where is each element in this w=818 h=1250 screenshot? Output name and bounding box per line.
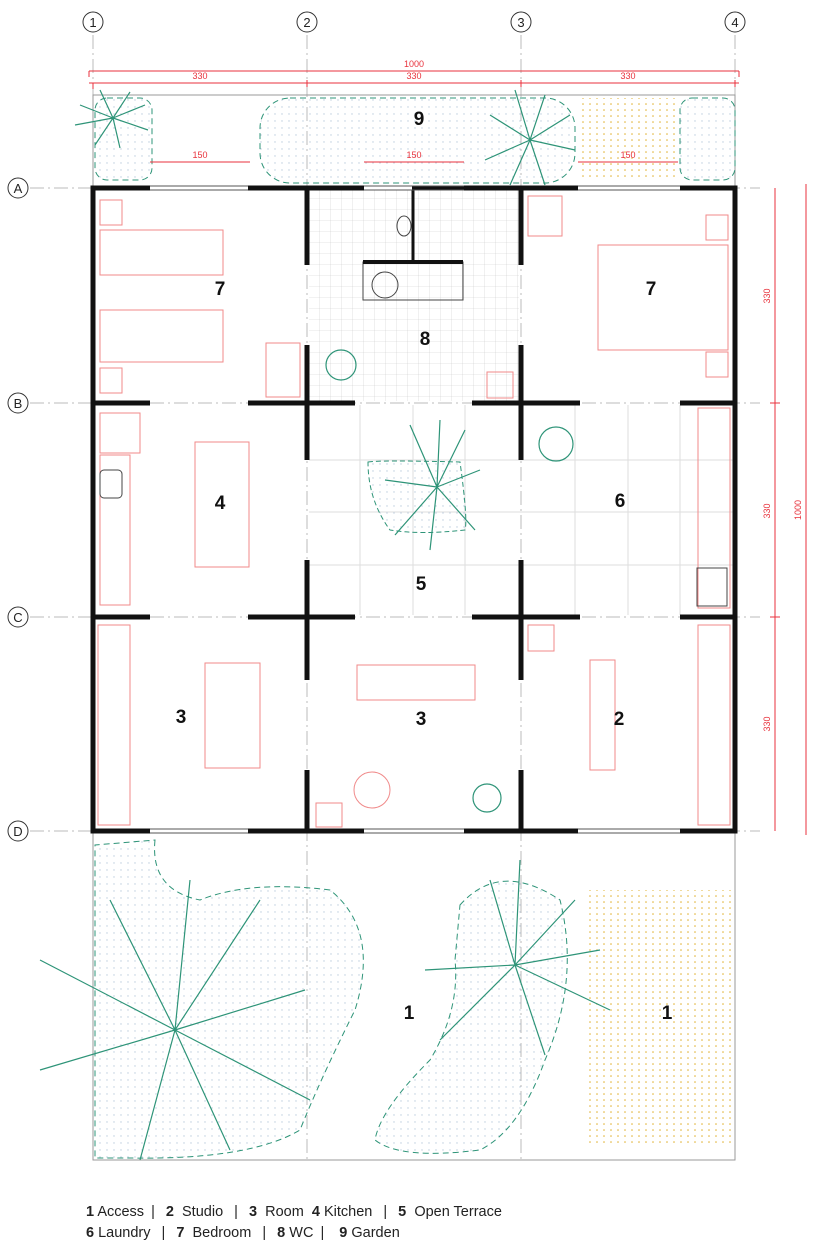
legend-label: Bedroom <box>192 1225 252 1241</box>
legend-number: 7 <box>176 1225 185 1241</box>
legend-number: 2 <box>165 1204 174 1220</box>
window-openings <box>150 186 680 833</box>
legend-number: 1 <box>86 1204 95 1220</box>
dim-bay-2: 330 <box>406 71 421 81</box>
legend-number: 4 <box>311 1204 320 1220</box>
room-label-kitchen: 4 <box>215 493 226 514</box>
legend-number: 6 <box>86 1225 95 1241</box>
dim-bay-3: 330 <box>620 71 635 81</box>
grid-bubbles <box>7 11 746 842</box>
dim-row-1: 330 <box>762 288 772 303</box>
tree-icon <box>74 89 576 186</box>
room-label-room-center: 3 <box>416 709 427 730</box>
dim-opening-3: 150 <box>620 150 635 160</box>
room-label-garden: 9 <box>414 109 425 130</box>
furniture <box>97 195 731 828</box>
legend-number: 3 <box>248 1204 258 1220</box>
room-label-access-right: 1 <box>662 1003 673 1024</box>
terrace-planter <box>367 460 467 533</box>
legend-label: Laundry <box>98 1225 151 1241</box>
grid-col-4: 4 <box>731 15 738 30</box>
room-label-access-left: 1 <box>404 1003 415 1024</box>
grid-col-2: 2 <box>303 15 310 30</box>
legend-number: 5 <box>398 1204 407 1220</box>
grid-row-a: A <box>14 181 23 196</box>
windows <box>150 185 680 834</box>
room-label-studio: 2 <box>614 709 625 730</box>
grid-col-3: 3 <box>517 15 524 30</box>
room-label-room-left: 3 <box>176 707 187 728</box>
dim-opening-1: 150 <box>192 150 207 160</box>
legend-number: 9 <box>339 1225 348 1241</box>
grid-row-c: C <box>13 610 22 625</box>
legend-label: WC <box>289 1225 314 1241</box>
legend: 1 Access| 2 Studio | 3 Room 4 Kitchen | … <box>86 1204 502 1241</box>
tree-icon <box>39 859 611 1161</box>
access-garden <box>94 839 733 1159</box>
dimension-lines <box>88 70 807 835</box>
room-label-bedroom-right: 7 <box>646 279 657 300</box>
dim-total-height: 1000 <box>793 500 803 520</box>
grid-row-b: B <box>14 396 23 411</box>
room-label-laundry: 6 <box>615 491 626 512</box>
legend-label: Room <box>265 1204 304 1220</box>
dim-row-3: 330 <box>762 716 772 731</box>
room-label-wc: 8 <box>420 329 431 350</box>
legend-label: Kitchen <box>323 1204 373 1220</box>
dim-total-width: 1000 <box>404 59 424 69</box>
grid-col-1: 1 <box>89 15 96 30</box>
legend-label: Garden <box>351 1225 400 1241</box>
dim-opening-2: 150 <box>406 150 421 160</box>
dim-bay-1: 330 <box>192 71 207 81</box>
room-label-bedroom-left: 7 <box>215 279 226 300</box>
room-label-open-terrace: 5 <box>416 574 427 595</box>
legend-label: Studio <box>182 1204 224 1220</box>
legend-label: Access <box>97 1204 145 1220</box>
dim-row-2: 330 <box>762 503 772 518</box>
grid-row-d: D <box>13 824 22 839</box>
legend-number: 8 <box>277 1225 286 1241</box>
legend-label: Open Terrace <box>414 1204 502 1220</box>
palm-icon <box>325 349 574 813</box>
